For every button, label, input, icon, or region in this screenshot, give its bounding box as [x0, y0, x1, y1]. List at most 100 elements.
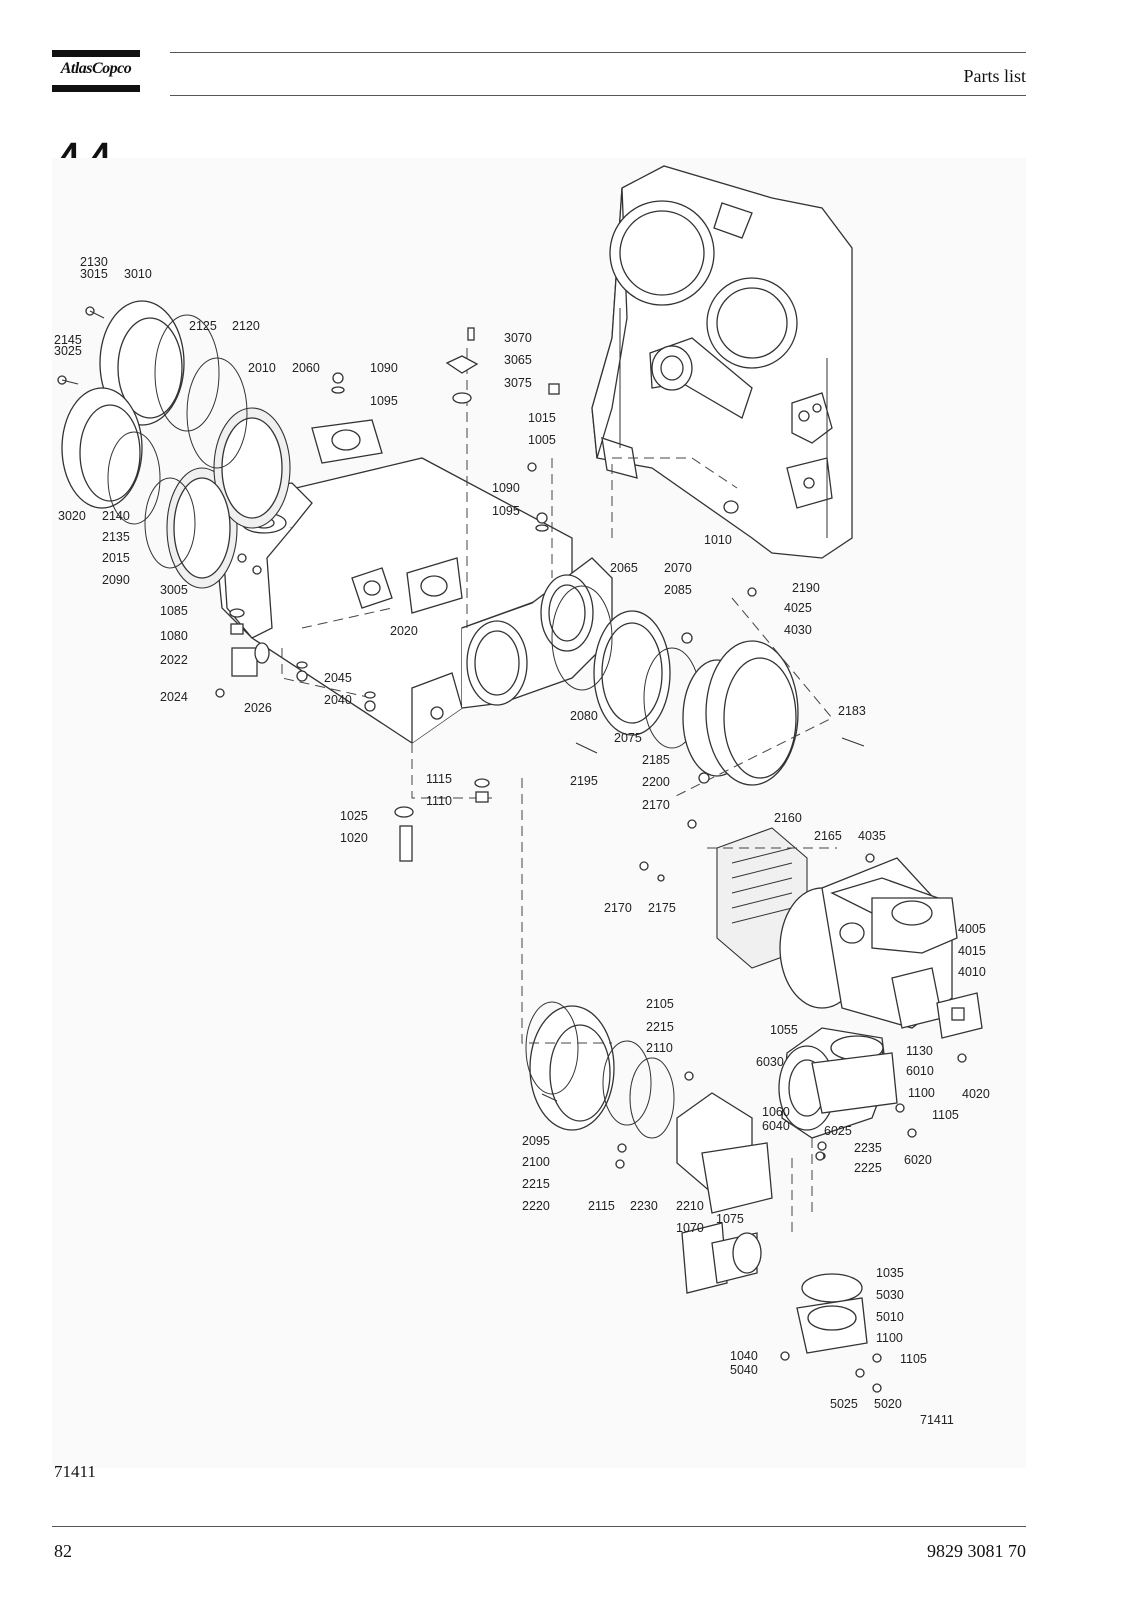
part-callout-label: 2060 — [292, 361, 320, 375]
part-callout-label: 2140 — [102, 509, 130, 523]
part-callout-label: 2130 — [80, 255, 108, 269]
part-callout-label: 2040 — [324, 693, 352, 707]
part-callout-label: 1025 — [340, 809, 368, 823]
part-callout-label: 2225 — [854, 1161, 882, 1175]
part-callout-label: 2095 — [522, 1134, 550, 1148]
part-callout-label: 3025 — [54, 344, 82, 358]
part-callout-label: 3015 — [80, 267, 108, 281]
part-callout-label: 4015 — [958, 944, 986, 958]
part-callout-label: 1040 — [730, 1349, 758, 1363]
part-callout-label: 5010 — [876, 1310, 904, 1324]
page-number: 82 — [54, 1541, 72, 1561]
part-callout-label: 5025 — [830, 1397, 858, 1411]
part-callout-label: 2015 — [102, 551, 130, 565]
part-callout-label: 2010 — [248, 361, 276, 375]
part-callout-label: 1085 — [160, 604, 188, 618]
part-callout-label: 1090 — [492, 481, 520, 495]
part-callout-label: 2065 — [610, 561, 638, 575]
part-callout-label: 1105 — [900, 1352, 927, 1366]
part-callout-label: 2075 — [614, 731, 642, 745]
flange-rings — [551, 585, 799, 786]
part-callout-label: 5020 — [874, 1397, 902, 1411]
part-callout-label: 3020 — [58, 509, 86, 523]
part-callout-label: 3065 — [504, 353, 532, 367]
part-callout-label: 1110 — [426, 794, 452, 808]
part-callout-label: 5030 — [876, 1288, 904, 1302]
part-callout-label: 2110 — [646, 1041, 673, 1055]
inlet-filter-housing — [716, 827, 983, 1039]
part-callout-label: 1130 — [906, 1044, 933, 1058]
part-callout-label: 2024 — [160, 690, 188, 704]
part-callout-label: 1010 — [704, 533, 732, 547]
part-callout-label: 4035 — [858, 829, 886, 843]
figure-id: 71411 — [54, 1462, 96, 1481]
part-callout-label: 2170 — [642, 798, 670, 812]
header-rule-top — [170, 52, 1026, 53]
part-callout-label: 6040 — [762, 1119, 790, 1133]
part-callout-label: 1095 — [492, 504, 520, 518]
part-callout-label: 2185 — [642, 753, 670, 767]
part-callout-label: 2026 — [244, 701, 272, 715]
part-callout-label: 2210 — [676, 1199, 704, 1213]
part-callout-label: 2022 — [160, 653, 188, 667]
part-callout-label: 1060 — [762, 1105, 790, 1119]
part-callout-label: 6025 — [824, 1124, 852, 1138]
part-callout-label: 4005 — [958, 922, 986, 936]
part-callout-label: 2135 — [102, 530, 130, 544]
part-callout-label: 1105 — [932, 1108, 959, 1122]
part-callout-label: 1055 — [770, 1023, 798, 1037]
part-callout-label: 4030 — [784, 623, 812, 637]
part-callout-label: 2145 — [54, 333, 82, 347]
part-callout-label: 2125 — [189, 319, 217, 333]
part-callout-label: 4010 — [958, 965, 986, 979]
logo-bar-top — [52, 50, 140, 57]
part-callout-label: 2215 — [522, 1177, 550, 1191]
part-callout-label: 1095 — [370, 394, 398, 408]
part-callout-label: 2200 — [642, 775, 670, 789]
part-callout-label: 1035 — [876, 1266, 904, 1280]
logo-text: AtlasCopco — [60, 60, 132, 77]
part-callout-label: 2215 — [646, 1020, 674, 1034]
part-callout-label: 2175 — [648, 901, 676, 915]
header-title: Parts list — [963, 66, 1026, 86]
part-callout-label: 2170 — [604, 901, 632, 915]
part-callout-label: 1100 — [876, 1331, 903, 1345]
compressor-element-body — [211, 419, 613, 744]
part-callout-label: 2080 — [570, 709, 598, 723]
header-rule-bottom — [170, 95, 1026, 96]
part-callout-label: 2070 — [664, 561, 692, 575]
lower-valve-assembly — [525, 1001, 898, 1354]
part-callout-label: 2220 — [522, 1199, 550, 1213]
part-callout-label: 2020 — [390, 624, 418, 638]
part-callout-label: 5040 — [730, 1363, 758, 1377]
part-callout-label: 2230 — [630, 1199, 658, 1213]
part-callout-label: 2195 — [570, 774, 598, 788]
part-callout-label: 1015 — [528, 411, 556, 425]
rotor-gears — [166, 407, 291, 589]
footer-rule — [52, 1526, 1026, 1527]
part-callout-label: 2105 — [646, 997, 674, 1011]
gearbox-housing — [591, 165, 853, 559]
part-callout-label: 2235 — [854, 1141, 882, 1155]
assembly-center-lines — [281, 348, 837, 1233]
bearing-covers-left — [61, 300, 248, 569]
part-callout-label: 2165 — [814, 829, 842, 843]
drawing-svg: 2130301530102145302521252120201020601090… — [54, 165, 990, 1427]
document-number: 9829 3081 70 — [927, 1541, 1026, 1561]
atlas-copco-logo: AtlasCopco — [52, 50, 140, 94]
figure-number-corner: 71411 — [920, 1413, 954, 1427]
part-callout-label: 3075 — [504, 376, 532, 390]
part-callout-label: 1075 — [716, 1212, 744, 1226]
part-callout-label: 1090 — [370, 361, 398, 375]
part-callout-label: 1115 — [426, 772, 452, 786]
part-callout-label: 6020 — [904, 1153, 932, 1167]
part-callout-label: 2160 — [774, 811, 802, 825]
part-callout-label: 2045 — [324, 671, 352, 685]
part-callout-label: 3010 — [124, 267, 152, 281]
part-callout-label: 4020 — [962, 1087, 990, 1101]
part-callout-label: 1080 — [160, 629, 188, 643]
part-callout-label: 1100 — [908, 1086, 935, 1100]
part-callout-label: 3005 — [160, 583, 188, 597]
